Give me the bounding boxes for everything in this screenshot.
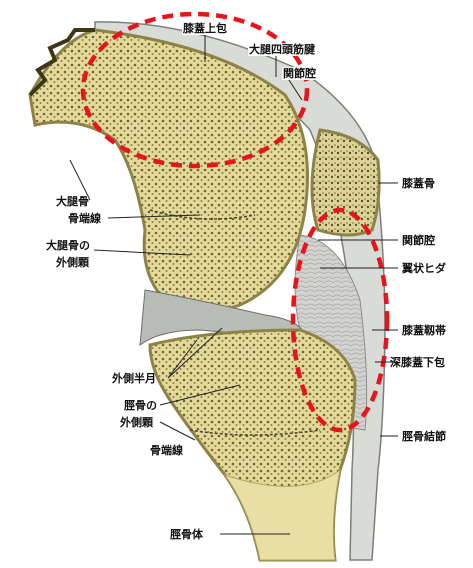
label-alar-fold: 翼状ヒダ — [402, 262, 446, 275]
label-patellar-ligament: 膝蓋靱帯 — [402, 324, 446, 337]
label-suprapatellar-bursa: 膝蓋上包 — [182, 22, 228, 35]
label-lateral-meniscus: 外側半月 — [112, 372, 156, 385]
label-lateral-condyle-femur-line1: 大腿骨の — [46, 239, 90, 252]
label-joint-cavity: 関節腔 — [402, 234, 435, 247]
label-joint-cavity-top: 関節腔 — [282, 67, 317, 80]
label-lateral-condyle-tibia-line2: 外側顆 — [120, 416, 153, 429]
label-deep-infrapatellar-bursa: 深膝蓋下包 — [390, 356, 445, 369]
label-epiphyseal-line-femur: 骨端線 — [68, 212, 101, 225]
label-femur: 大腿骨 — [56, 195, 89, 208]
label-lateral-condyle-femur-line2: 外側顆 — [56, 256, 89, 269]
label-tibia-shaft: 脛骨体 — [170, 528, 203, 541]
label-tibial-tuberosity: 脛骨結節 — [402, 430, 446, 443]
label-quadriceps-tendon: 大腿四頭筋腱 — [248, 43, 316, 56]
label-patella: 膝蓋骨 — [402, 177, 435, 190]
label-epiphyseal-line-tibia: 骨端線 — [150, 444, 183, 457]
label-lateral-condyle-tibia-line1: 脛骨の — [124, 399, 157, 412]
